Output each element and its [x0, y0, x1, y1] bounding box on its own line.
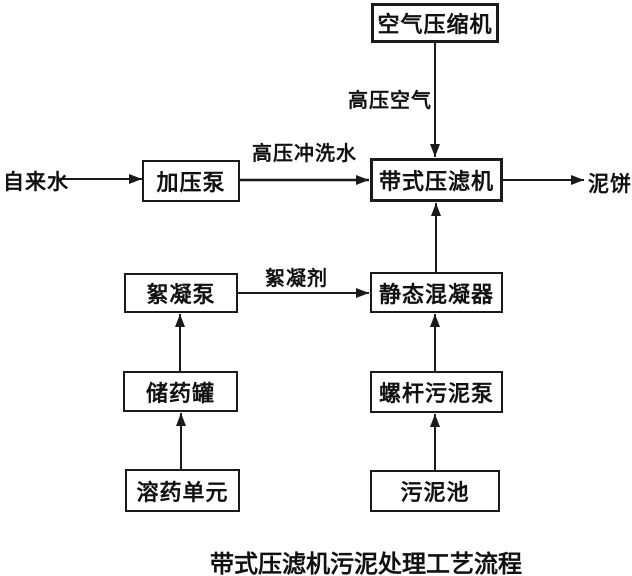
- diagram-caption: 带式压滤机污泥处理工艺流程: [210, 551, 522, 576]
- node-sludge-pool: 污泥池: [370, 470, 500, 512]
- node-flocculation-pump-label: 絮凝泵: [146, 282, 216, 307]
- node-chemical-storage-tank: 储药罐: [123, 371, 238, 412]
- node-static-mixer-label: 静态混凝器: [378, 281, 494, 307]
- node-screw-sludge-pump: 螺杆污泥泵: [370, 371, 503, 413]
- node-chemical-dissolving-unit: 溶药单元: [125, 469, 240, 512]
- node-static-mixer: 静态混凝器: [370, 272, 503, 313]
- node-air-compressor-label: 空气压缩机: [377, 12, 493, 37]
- node-belt-filter-press: 带式压滤机: [370, 158, 503, 202]
- flow-label-mud-cake: 泥饼: [588, 173, 632, 196]
- flow-label-high-pressure-air: 高压空气: [348, 90, 432, 112]
- node-sludge-pool-label: 污泥池: [400, 480, 470, 505]
- flow-label-flocculant: 絮凝剂: [265, 268, 328, 290]
- node-chemical-dissolving-unit-label: 溶药单元: [136, 479, 229, 505]
- node-pressure-pump: 加压泵: [142, 160, 240, 202]
- node-belt-filter-press-label: 带式压滤机: [378, 169, 494, 194]
- node-screw-sludge-pump-label: 螺杆污泥泵: [378, 381, 494, 406]
- node-flocculation-pump: 絮凝泵: [124, 273, 238, 313]
- node-chemical-storage-tank-label: 储药罐: [145, 380, 215, 406]
- node-pressure-pump-label: 加压泵: [156, 170, 226, 195]
- flow-label-tap-water: 自来水: [3, 171, 69, 194]
- flow-label-high-pressure-wash-water: 高压冲洗水: [252, 143, 357, 165]
- node-air-compressor: 空气压缩机: [371, 3, 499, 43]
